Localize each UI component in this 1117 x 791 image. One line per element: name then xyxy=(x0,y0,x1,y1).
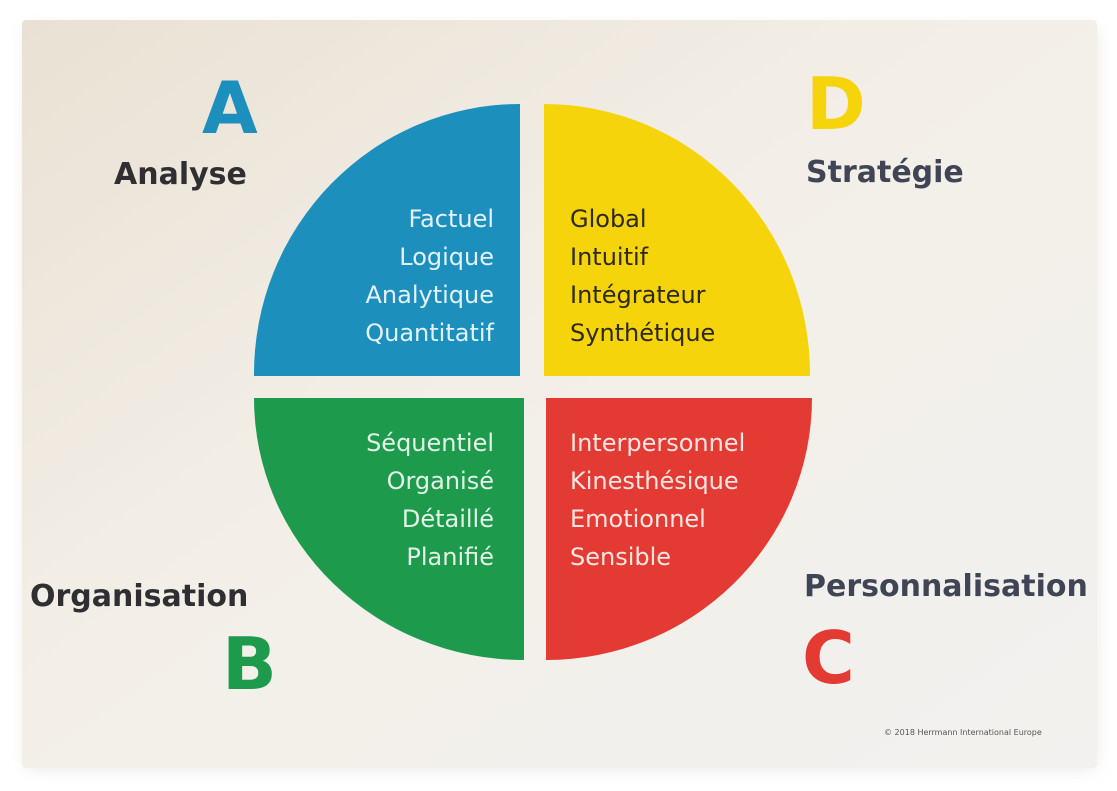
quadrant-d-item: Intuitif xyxy=(570,243,649,271)
quadrant-d-items: Global Intuitif Intégrateur Synthétique xyxy=(570,200,715,352)
quadrant-d-label: Stratégie xyxy=(806,155,964,190)
quadrant-c-item: Kinesthésique xyxy=(570,467,739,495)
quadrant-d-item: Synthétique xyxy=(570,319,716,347)
quadrant-c-label: Personnalisation xyxy=(804,569,1088,604)
quadrant-c-item: Interpersonnel xyxy=(570,429,746,457)
quadrant-b-item: Détaillé xyxy=(401,505,494,533)
quadrant-a-item: Logique xyxy=(399,243,494,271)
quadrant-d-item: Global xyxy=(570,205,647,233)
quadrant-d-letter: D xyxy=(806,62,866,146)
quadrant-b-label: Organisation xyxy=(30,579,249,614)
quadrant-c-item: Emotionnel xyxy=(570,505,706,533)
quadrant-b-item: Organisé xyxy=(386,467,494,495)
quadrant-c-items: Interpersonnel Kinesthésique Emotionnel … xyxy=(570,424,745,576)
quadrant-a-letter: A xyxy=(202,66,258,150)
quadrant-a-items: Factuel Logique Analytique Quantitatif xyxy=(365,200,494,352)
quadrant-b-letter: B xyxy=(222,622,277,706)
quadrant-b-item: Planifié xyxy=(406,543,494,571)
quadrant-a-item: Analytique xyxy=(365,281,495,309)
quadrant-c-letter: C xyxy=(802,616,855,700)
quadrant-d-item: Intégrateur xyxy=(570,281,706,309)
quadrant-a-label: Analyse xyxy=(114,157,247,192)
quadrant-a-item: Quantitatif xyxy=(365,319,494,347)
copyright-notice: © 2018 Herrmann International Europe xyxy=(884,728,1042,737)
quadrant-b-shape xyxy=(254,398,524,660)
quadrant-c-shape xyxy=(546,398,812,660)
quadrant-a-shape xyxy=(253,103,520,377)
quadrant-c-item: Sensible xyxy=(570,543,672,571)
quadrant-b-item: Séquentiel xyxy=(366,429,494,457)
quadrant-b-items: Séquentiel Organisé Détaillé Planifié xyxy=(366,424,494,576)
quadrant-diagram xyxy=(253,103,812,660)
quadrant-a-item: Factuel xyxy=(408,205,494,233)
quadrant-d-shape xyxy=(544,103,811,376)
